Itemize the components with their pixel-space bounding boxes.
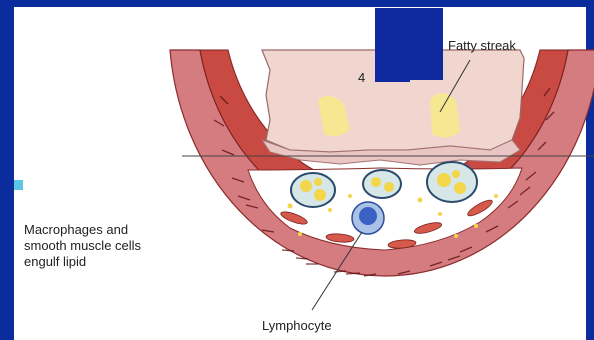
foam-cell-1: [291, 173, 335, 207]
lymphocyte-label: Lymphocyte: [262, 318, 332, 334]
fatty-streak-label: Fatty streak: [448, 38, 516, 54]
foam-cell-3: [427, 162, 477, 202]
macrophages-label: Macrophages and smooth muscle cells engu…: [24, 222, 141, 270]
foam-cell-2: [363, 170, 401, 198]
redaction-box-notch: [375, 8, 410, 82]
step-number-label: 4: [358, 70, 365, 86]
lymphocyte-cell: [352, 202, 384, 234]
lipid-pool-right: [430, 93, 460, 138]
